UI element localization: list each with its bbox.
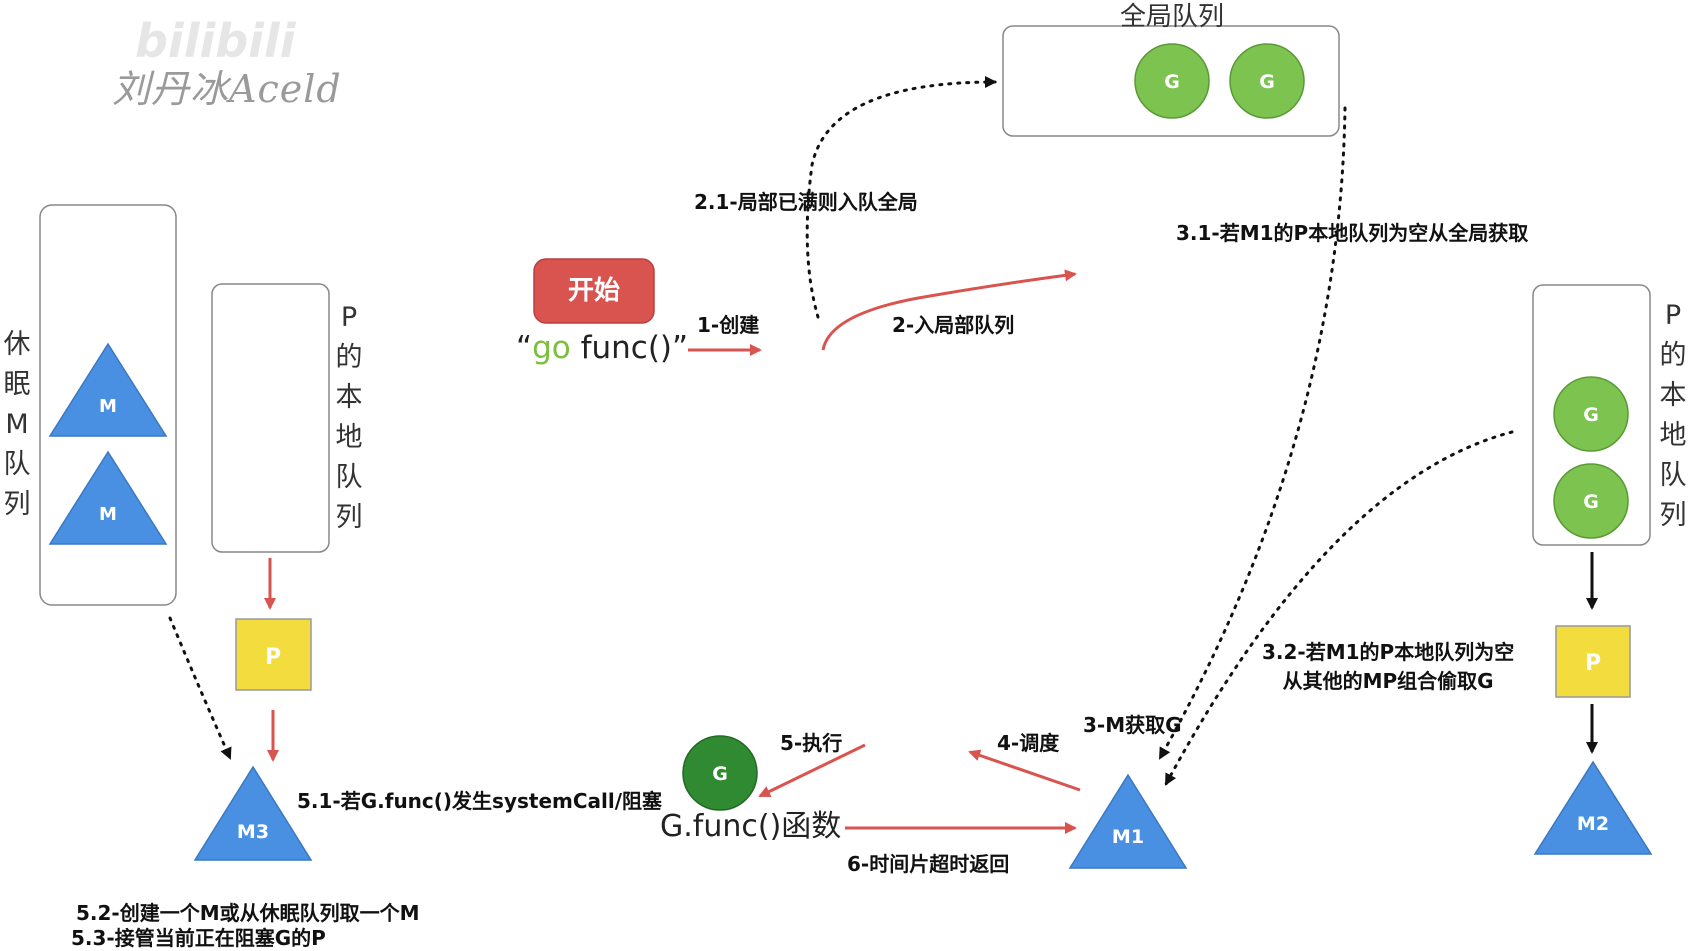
global-queue-title: 全局队列 <box>1120 2 1225 32</box>
go-func-code: “go func()” <box>516 330 688 366</box>
step-3-2-line2: 从其他的MP组合偷取G <box>1282 669 1494 693</box>
step-5-2-label: 5.2-创建一个M或从休眠队列取一个M <box>76 901 420 925</box>
code-go-keyword: go <box>532 330 571 366</box>
dotted-global-to-m1 <box>1158 106 1347 760</box>
code-func: func() <box>570 330 673 366</box>
code-close-quote: ” <box>672 330 689 366</box>
step-3-2-line1: 3.2-若M1的P本地队列为空 <box>1262 640 1515 664</box>
start-button: 开始 <box>567 276 620 306</box>
right-g-1-label: G <box>1583 404 1599 426</box>
step-3-2-label: 3.2-若M1的P本地队列为空 从其他的MP组合偷取G <box>1262 638 1514 696</box>
right-g-2-label: G <box>1583 491 1599 513</box>
m3-label: M3 <box>237 821 269 843</box>
left-label-char: P <box>340 302 358 333</box>
g-func-label: G.func()函数 <box>660 809 842 844</box>
running-g: G <box>682 735 758 811</box>
arrow-schedule <box>968 749 1081 792</box>
m2-label: M2 <box>1577 813 1609 835</box>
right-local-g-1: G <box>1553 376 1629 452</box>
left-label-char: 列 <box>335 502 363 533</box>
dotted-local-full-to-global <box>805 76 997 319</box>
right-label-char: 本 <box>1659 380 1687 411</box>
code-open-quote: “ <box>516 330 533 366</box>
dotted-sleep-to-m3 <box>168 616 232 760</box>
arrow-enqueue-local <box>821 269 1077 351</box>
left-local-queue-label: P 的 本 地 队 列 <box>332 298 366 538</box>
step-2-1-label: 2.1-局部已满则入队全局 <box>694 190 918 214</box>
sleep-label-char: M <box>5 409 29 440</box>
p-left-label: P <box>265 645 281 670</box>
step-3-label: 3-M获取G <box>1083 713 1182 737</box>
m1-label: M1 <box>1112 826 1144 848</box>
sleep-m-1: M <box>48 342 168 437</box>
left-label-char: 的 <box>335 342 363 373</box>
right-label-char: 队 <box>1659 460 1687 491</box>
right-label-char: 列 <box>1659 500 1687 531</box>
m1-node <box>1068 773 1188 869</box>
right-local-queue-label: P 的 本 地 队 列 <box>1656 296 1690 536</box>
global-queue-g-2: G <box>1229 43 1305 119</box>
sleep-queue-label: 休 眠 M 队 列 <box>0 325 34 525</box>
sleep-m-2-label: M <box>99 504 117 525</box>
sleep-m-2: M <box>48 450 168 545</box>
bilibili-logo: bilibili <box>135 14 296 68</box>
right-local-g-2: G <box>1553 463 1629 539</box>
right-label-char: P <box>1664 300 1682 331</box>
left-label-char: 本 <box>335 382 363 413</box>
p-left <box>235 618 312 691</box>
sleep-label-char: 列 <box>3 489 31 520</box>
sleep-m-1-label: M <box>99 396 117 417</box>
left-label-char: 地 <box>335 422 363 453</box>
m2-node <box>1533 760 1653 855</box>
left-local-queue-box <box>211 283 330 553</box>
step-2-label: 2-入局部队列 <box>892 313 1015 337</box>
author-watermark: 刘丹冰Aceld <box>112 67 342 111</box>
start-button-shape <box>533 258 655 324</box>
step-1-label: 1-创建 <box>697 313 760 337</box>
step-5-1-label: 5.1-若G.func()发生systemCall/阻塞 <box>297 789 663 813</box>
right-label-char: 的 <box>1659 340 1687 371</box>
dotted-steal-to-m1 <box>1164 430 1514 786</box>
sleep-label-char: 眠 <box>3 369 31 400</box>
step-5-3-label: 5.3-接管当前正在阻塞G的P <box>71 926 326 950</box>
p-right-label: P <box>1585 651 1601 676</box>
sleep-label-char: 队 <box>3 449 31 480</box>
left-label-char: 队 <box>335 462 363 493</box>
sleep-label-char: 休 <box>3 329 31 360</box>
m3-node <box>193 765 313 861</box>
p-right <box>1555 625 1631 698</box>
step-6-label: 6-时间片超时返回 <box>847 852 1010 876</box>
right-label-char: 地 <box>1659 420 1687 451</box>
running-g-label: G <box>712 763 728 785</box>
global-queue-g-1: G <box>1134 43 1210 119</box>
global-g-2-label: G <box>1259 71 1275 93</box>
step-3-1-label: 3.1-若M1的P本地队列为空从全局获取 <box>1176 221 1529 245</box>
arrow-execute <box>758 743 866 798</box>
step-5-label: 5-执行 <box>780 731 843 755</box>
step-4-label: 4-调度 <box>997 731 1060 755</box>
global-g-1-label: G <box>1164 71 1180 93</box>
